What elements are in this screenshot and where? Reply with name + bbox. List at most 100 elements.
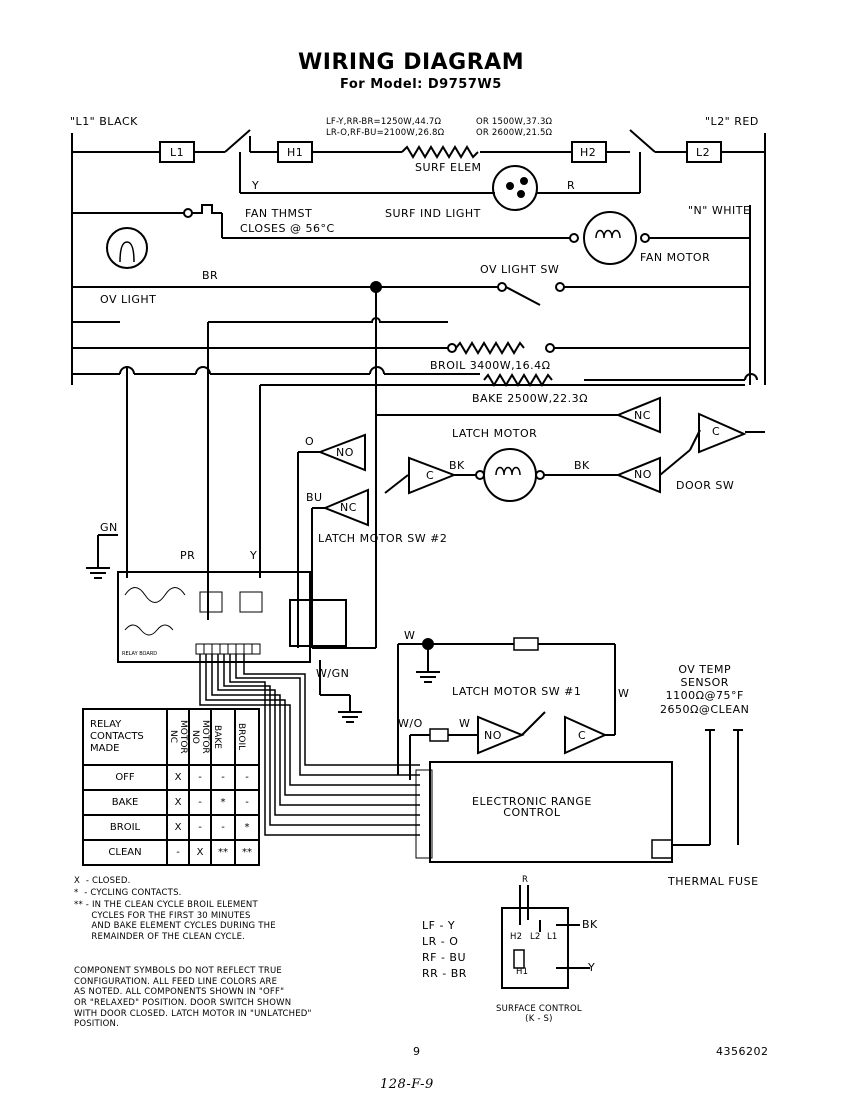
latch-sw2-no-label: NO — [336, 446, 354, 459]
fan-motor-label: FAN MOTOR — [640, 251, 711, 264]
diagram-subtitle: For Model: D9757W5 — [340, 77, 502, 92]
broil-element — [455, 341, 525, 355]
wire-o-label: O — [305, 435, 315, 448]
door-sw-label: DOOR SW — [676, 479, 735, 492]
legend-cycling: * - CYCLING CONTACTS. — [74, 888, 182, 898]
table-cell: - — [166, 839, 190, 866]
wire-bu-label: BU — [306, 491, 323, 504]
legend-closed: X - CLOSED. — [74, 876, 131, 886]
table-cell: OFF — [82, 764, 168, 791]
latch-motor — [483, 448, 537, 502]
surf-elem-label: SURF ELEM — [415, 161, 482, 174]
surf-ind-light-label: SURF IND LIGHT — [385, 207, 481, 220]
relay-header-bake: BAKE — [212, 725, 222, 749]
ov-light-switch — [505, 286, 541, 306]
relay-motor-block — [289, 599, 347, 647]
surface-term-y: Y — [588, 961, 596, 974]
table-row: BROIL X - - * — [82, 814, 260, 841]
relay-board-label: RELAY BOARD — [122, 651, 158, 657]
relay-header-broil: BROIL — [236, 723, 246, 751]
fan-closes-label: CLOSES @ 56°C — [240, 222, 335, 235]
wire-br-label: BR — [202, 269, 219, 282]
latch-sw2-c-label: C — [426, 469, 435, 482]
erc-label: ELECTRONIC RANGE CONTROL — [472, 795, 592, 819]
latch-sw1-c-label: C — [578, 729, 587, 742]
rating-row1-right: OR 1500W,37.3Ω — [476, 117, 553, 127]
table-cell: * — [210, 789, 236, 816]
latch-sw1-no-label: NO — [484, 729, 502, 742]
rating-row2-left: LR-O,RF-BU=2100W,26.8Ω — [326, 128, 445, 138]
rating-row2-right: OR 2600W,21.5Ω — [476, 128, 553, 138]
component-note: COMPONENT SYMBOLS DO NOT REFLECT TRUE CO… — [74, 966, 312, 1030]
wire-pr-label: PR — [180, 549, 196, 562]
surface-term-l1: L1 — [547, 932, 558, 942]
latch-sw2-nc-label: NC — [340, 501, 357, 514]
relay-contacts-table: RELAY CONTACTS MADE MOTOR NC MOTOR NO BA… — [82, 708, 260, 866]
relay-header-motor-nc: MOTOR NC — [168, 720, 188, 754]
wire-r-label: R — [567, 179, 576, 192]
table-cell: - — [234, 789, 260, 816]
n-line-label: "N" WHITE — [688, 204, 751, 217]
door-sw-c-triangle — [698, 412, 747, 454]
fan-motor — [583, 211, 637, 265]
diagram-title: WIRING DIAGRAM — [298, 50, 525, 75]
latch-motor-sw2-label: LATCH MOTOR SW #2 — [318, 532, 448, 545]
table-cell: * — [234, 814, 260, 841]
l1-line-label: "L1" BLACK — [70, 115, 138, 128]
latch-sw2-c-triangle — [408, 456, 457, 495]
relay-board — [117, 571, 311, 663]
table-cell: - — [188, 764, 212, 791]
l2-line-label: "L2" RED — [705, 115, 759, 128]
surface-code-lr: LR - O — [422, 935, 459, 948]
wire-gn-label: GN — [100, 521, 118, 534]
l1-switch — [224, 129, 251, 153]
surface-term-bk: BK — [582, 918, 598, 931]
surf-ind-light — [492, 165, 538, 211]
latch-sw2-no-triangle — [317, 433, 366, 472]
table-cell: ** — [234, 839, 260, 866]
latch-motor-sw1-label: LATCH MOTOR SW #1 — [452, 685, 582, 698]
surface-code-rf: RF - BU — [422, 951, 467, 964]
l2-switch — [629, 129, 656, 153]
surface-term-r: R — [522, 875, 529, 885]
door-sw-c-label: C — [712, 425, 721, 438]
fan-thmst-symbol — [192, 204, 222, 214]
surface-code-rr: RR - BR — [422, 967, 467, 980]
relay-header-motor-no: MOTOR NO — [190, 720, 210, 754]
table-cell: BAKE — [82, 789, 168, 816]
wire-y2-label: Y — [250, 549, 258, 562]
table-cell: CLEAN — [82, 839, 168, 866]
bake-element — [483, 373, 553, 387]
relay-header-label: RELAY CONTACTS MADE — [82, 708, 168, 766]
ov-temp-sensor-label: OV TEMP SENSOR 1100Ω@75°F 2650Ω@CLEAN — [660, 663, 750, 716]
wire-w-top-label: W — [404, 629, 416, 642]
ov-light-sw-label: OV LIGHT SW — [480, 263, 560, 276]
table-cell: - — [188, 789, 212, 816]
table-cell: - — [234, 764, 260, 791]
surface-control-box — [501, 907, 569, 989]
surface-term-h1: H1 — [516, 967, 529, 977]
table-cell: BROIL — [82, 814, 168, 841]
surface-control-label: SURFACE CONTROL (K - S) — [496, 1004, 582, 1025]
surf-elem-resistor — [401, 145, 479, 159]
table-cell: ** — [210, 839, 236, 866]
wire-y-label: Y — [252, 179, 260, 192]
ov-light-label: OV LIGHT — [100, 293, 157, 306]
wire-w-o-label: W/O — [398, 717, 423, 730]
thermal-fuse-label: THERMAL FUSE — [668, 875, 759, 888]
latch-sw2-nc-triangle — [322, 488, 369, 527]
broil-element-label: BROIL 3400W,16.4Ω — [430, 359, 551, 372]
doc-number: 4356202 — [716, 1045, 769, 1058]
legend-clean-cycle: ** - IN THE CLEAN CYCLE BROIL ELEMENT CY… — [74, 900, 276, 942]
door-sw-no-label: NO — [634, 468, 652, 481]
wire-bk-left-label: BK — [449, 459, 465, 472]
page-number: 9 — [413, 1045, 421, 1058]
ov-light — [106, 227, 148, 269]
door-sw-nc-triangle — [615, 396, 661, 434]
table-row: CLEAN - X ** ** — [82, 839, 260, 866]
latch-sw1-c-triangle — [564, 715, 608, 755]
wire-w-gn-label: W/GN — [316, 667, 350, 680]
bake-element-label: BAKE 2500W,22.3Ω — [472, 392, 588, 405]
surface-term-h2: H2 — [510, 932, 523, 942]
